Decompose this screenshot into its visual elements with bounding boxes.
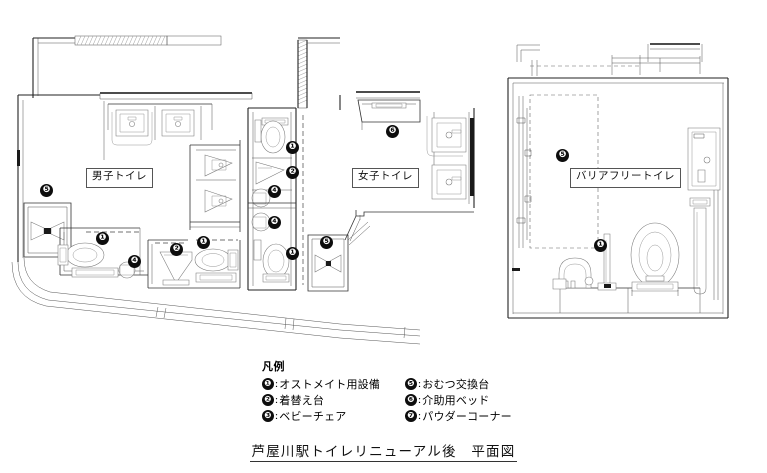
legend-separator: : <box>418 410 422 422</box>
plan-marker-powder-corner: ❻ <box>386 125 399 138</box>
platform-edge <box>11 257 421 345</box>
legend-separator: : <box>275 394 279 406</box>
plan-marker-babychair-centre-upper: ❹ <box>268 185 281 198</box>
legend-item-ostomate: ❶ : オストメイト用設備 <box>262 376 405 392</box>
plan-marker-ostomate-centre-lower: ❶ <box>286 247 299 260</box>
diaper-table-left <box>23 202 72 258</box>
mens-toilet-outline <box>17 92 253 262</box>
legend-item-changing-table: ❷ : 着替え台 <box>262 392 405 408</box>
legend-bullet-6: ❼ <box>405 410 417 422</box>
legend-title: 凡例 <box>262 361 285 373</box>
plan-marker-babychair-centre-lower: ❹ <box>268 216 281 229</box>
mens-washbasin-counter <box>103 101 213 160</box>
diaper-table-centre <box>307 221 371 292</box>
mens-urinals <box>189 140 241 232</box>
legend-bullet-5: ❻ <box>405 394 417 406</box>
legend-bullet-3: ❸ <box>262 410 274 422</box>
plan-marker-ostomate-mens-1: ❶ <box>96 232 109 245</box>
plan-title: 芦屋川駅トイレリニューアル後 平面図 <box>0 440 767 462</box>
legend-item-powder-corner: ❼ : パウダーコーナー <box>405 408 552 424</box>
plan-marker-ostomate-mens-2: ❶ <box>197 236 210 249</box>
legend-separator: : <box>275 410 279 422</box>
legend-label-diaper-table: おむつ交換台 <box>422 379 490 391</box>
legend-bullet-2: ❷ <box>262 394 274 406</box>
upper-corridor-walls <box>32 35 340 109</box>
plan-marker-diaper-left: ❺ <box>40 184 53 197</box>
central-stalls <box>247 107 304 291</box>
legend-label-powder-corner: パウダーコーナー <box>422 411 512 423</box>
plan-marker-ostomate-centre-upper: ❶ <box>286 141 299 154</box>
plan-marker-babychair-mens: ❹ <box>128 255 141 268</box>
legend-bullet-4: ❺ <box>405 378 417 390</box>
room-label-womens: 女子トイレ <box>352 168 419 188</box>
changing-stall-left <box>147 239 241 289</box>
legend-bullet-1: ❶ <box>262 378 274 390</box>
legend-label-ostomate: オストメイト用設備 <box>279 379 381 391</box>
room-label-mens: 男子トイレ <box>86 168 153 188</box>
mens-accessible-stall <box>57 227 148 279</box>
legend-grid: ❶ : オストメイト用設備 ❺ : おむつ交換台 ❷ : 着替え台 ❻ : 介助… <box>262 376 552 424</box>
plan-marker-changingtable-centre: ❷ <box>286 166 299 179</box>
legend-label-baby-chair: ベビーチェア <box>279 411 347 423</box>
legend-label-changing-table: 着替え台 <box>279 395 325 407</box>
legend-item-assist-bed: ❻ : 介助用ベッド <box>405 392 552 408</box>
plan-marker-changingtable-mens: ❷ <box>170 243 183 256</box>
legend-label-assist-bed: 介助用ベッド <box>422 395 490 407</box>
legend-separator: : <box>418 394 422 406</box>
legend-item-baby-chair: ❸ : ベビーチェア <box>262 408 405 424</box>
legend-item-diaper-table: ❺ : おむつ交換台 <box>405 376 552 392</box>
plan-title-text: 芦屋川駅トイレリニューアル後 平面図 <box>249 444 518 462</box>
womens-toilet-outline <box>339 91 475 242</box>
plan-marker-assist-bed: ❺ <box>556 149 569 162</box>
room-label-barrier-free: バリアフリートイレ <box>570 168 681 188</box>
legend-separator: : <box>418 378 422 390</box>
plan-marker-ostomate-barrierfree: ❶ <box>594 239 607 252</box>
legend-separator: : <box>275 378 279 390</box>
legend: 凡例 ❶ : オストメイト用設備 ❺ : おむつ交換台 ❷ : 着替え台 ❻ :… <box>262 358 552 424</box>
plan-marker-diaper-centre: ❺ <box>320 236 333 249</box>
